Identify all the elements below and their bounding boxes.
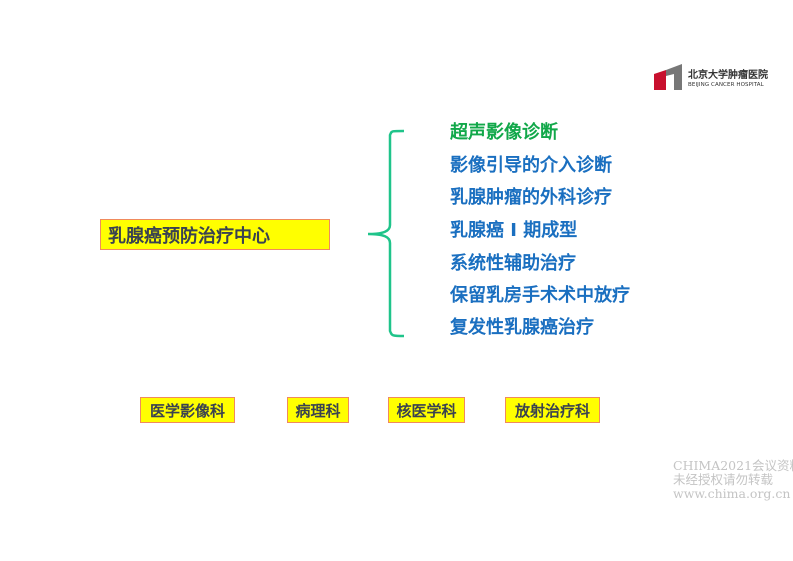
service-item: 影像引导的介入诊断 (450, 155, 612, 176)
hospital-logo: 北京大学肿瘤医院 BEIJING CANCER HOSPITAL (654, 64, 784, 94)
logo-name-cn: 北京大学肿瘤医院 (688, 70, 768, 81)
department-box: 病理科 (287, 397, 349, 423)
logo-name-en: BEIJING CANCER HOSPITAL (688, 82, 764, 88)
curly-bracket (367, 129, 405, 338)
department-box: 核医学科 (388, 397, 465, 423)
service-item: 超声影像诊断 (450, 122, 558, 143)
service-item: 乳腺癌 I 期成型 (450, 220, 578, 241)
center-box: 乳腺癌预防治疗中心 (100, 219, 330, 250)
logo-mark-icon (654, 64, 682, 90)
service-item: 保留乳房手术术中放疗 (450, 285, 630, 306)
service-item: 系统性辅助治疗 (450, 253, 576, 274)
watermark: CHIMA2021会议资料 未经授权请勿转载 www.chima.org.cn (673, 459, 793, 501)
department-box: 放射治疗科 (505, 397, 600, 423)
watermark-line: CHIMA2021会议资料 (673, 458, 793, 473)
service-item: 复发性乳腺癌治疗 (450, 317, 594, 338)
department-box: 医学影像科 (140, 397, 235, 423)
service-item: 乳腺肿瘤的外科诊疗 (450, 187, 612, 208)
watermark-line: 未经授权请勿转载 (673, 472, 774, 487)
watermark-line: www.chima.org.cn (673, 486, 791, 501)
